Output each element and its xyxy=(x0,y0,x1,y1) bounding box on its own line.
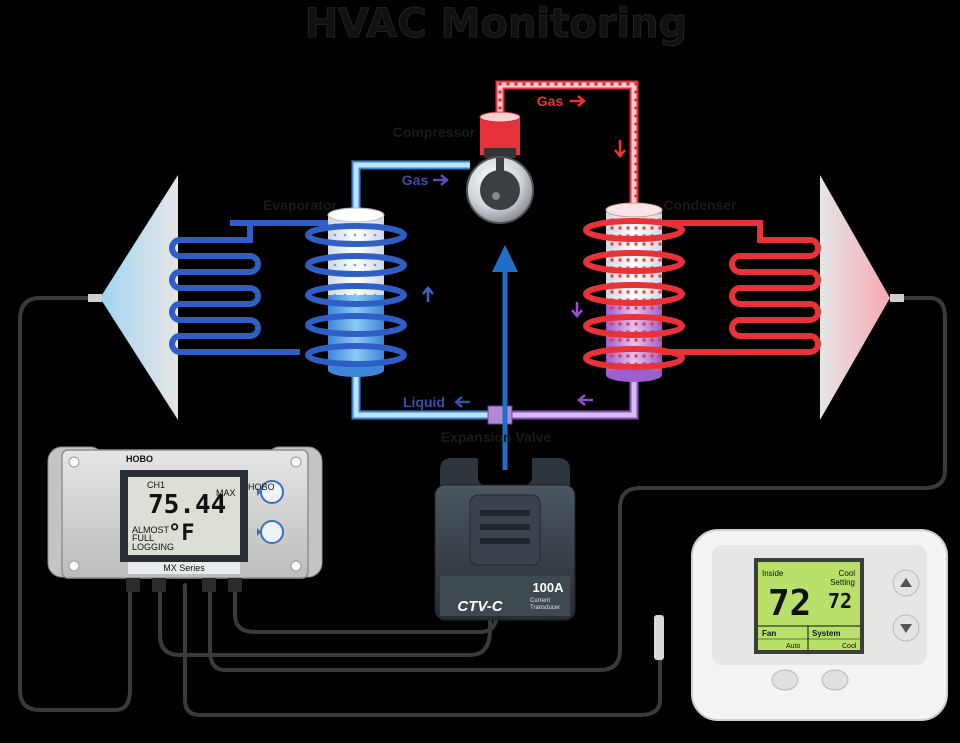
cold-air-probe xyxy=(88,294,102,302)
logger-lcd-max: MAX xyxy=(216,488,236,498)
thermostat-system-button[interactable] xyxy=(821,669,849,691)
gas-label-left: Gas xyxy=(402,172,429,188)
compressor xyxy=(466,111,534,224)
logger-lcd-unit: °F xyxy=(168,521,195,546)
condenser-coil xyxy=(660,220,821,355)
expansion-valve-label: Expansion Valve xyxy=(441,429,552,445)
logger-lcd-channel: CH1 xyxy=(147,480,165,490)
temp-probe xyxy=(654,615,664,660)
logger-lcd-status-3: LOGGING xyxy=(132,542,174,552)
ctv-name: CTV-C xyxy=(457,598,503,615)
direction-arrows xyxy=(422,95,626,408)
thermostat-inside-temp: 72 xyxy=(768,583,811,624)
gas-pipe-to-compressor xyxy=(353,162,470,215)
thermostat-fan-value: Auto xyxy=(786,643,801,650)
ctv-line-1: Current xyxy=(530,598,550,604)
condenser-label: Condenser xyxy=(663,197,737,213)
logger-brand: HOBO xyxy=(126,454,153,464)
expansion-valve xyxy=(487,405,513,425)
logger-lcd-status-1: ALMOST xyxy=(132,525,170,535)
thermostat-fan-button[interactable] xyxy=(771,669,799,691)
ctv-rating: 100A xyxy=(532,580,564,595)
current-transducer xyxy=(434,458,576,621)
logger-badge: HOBO xyxy=(248,482,275,492)
logger-lcd-reading: 75.44 xyxy=(148,490,226,520)
logger-lcd xyxy=(128,477,240,555)
logger-lcd-status-2: FULL xyxy=(132,533,154,543)
hot-air-probe xyxy=(890,294,904,302)
gas-label-top: Gas xyxy=(537,93,564,109)
thermostat-system-label: System xyxy=(812,629,840,638)
data-logger xyxy=(47,446,323,592)
liquid-pipe-from-condenser xyxy=(500,375,637,418)
condenser-wrap-coil xyxy=(583,218,685,370)
thermostat-fan-label: Fan xyxy=(762,629,776,638)
liquid-pipe-to-evaporator xyxy=(353,370,500,418)
compressor-label: Compressor xyxy=(393,124,476,140)
liquid-label: Liquid xyxy=(403,394,445,410)
thermostat-lcd xyxy=(758,562,860,650)
condenser-tank xyxy=(605,202,663,382)
logger-button-down[interactable] xyxy=(260,520,284,544)
thermostat-setting-temp: 72 xyxy=(828,589,852,613)
evaporator-label: Evaporator xyxy=(263,197,337,213)
cold-air-arrow xyxy=(100,175,178,420)
thermostat-setting-label-2: Setting xyxy=(830,578,855,587)
ctv-line-2: Transducer xyxy=(530,605,560,611)
hot-air-arrow xyxy=(820,175,890,420)
thermostat xyxy=(691,529,948,721)
thermostat-inside-label: Inside xyxy=(762,569,784,578)
thermostat-system-value: Cool xyxy=(842,643,857,650)
logger-model: MX Series xyxy=(163,563,205,573)
flow-arrow-head xyxy=(492,245,518,272)
evaporator-coil xyxy=(169,220,300,355)
page-title: HVAC Monitoring xyxy=(305,1,688,47)
evaporator-tank xyxy=(327,207,385,377)
evaporator-wrap-coil xyxy=(305,223,407,367)
thermostat-setting-label-1: Cool xyxy=(839,569,856,578)
